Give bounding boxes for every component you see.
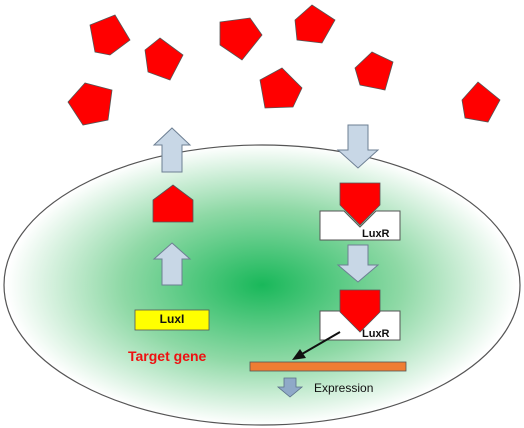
synthesis-arrow-icon — [152, 242, 192, 286]
luxr-label-bottom: LuxR — [362, 328, 390, 340]
target-gene-bar — [249, 361, 407, 372]
expression-label: Expression — [314, 381, 374, 395]
signal-molecule-icon — [354, 51, 394, 91]
synthesis-pathway — [134, 127, 210, 331]
external-signals — [67, 4, 501, 126]
signal-molecule-icon — [144, 37, 184, 81]
signal-molecule-icon — [461, 81, 501, 123]
target-gene-label: Target gene — [128, 348, 207, 364]
signal-molecule-icon — [259, 67, 303, 109]
luxr-receptor-icon — [319, 210, 401, 241]
signal-molecule-icon — [152, 184, 194, 223]
luxr-label-top: LuxR — [362, 228, 390, 240]
cell-body — [3, 144, 521, 426]
signal-molecule-icon — [339, 289, 381, 333]
signal-molecule-icon — [67, 82, 113, 126]
activation-arrow-icon — [336, 244, 380, 283]
import-arrow-icon — [336, 124, 380, 169]
signal-molecule-icon — [294, 4, 336, 44]
binding-arrow — [301, 331, 341, 355]
signal-molecule-icon — [89, 14, 131, 56]
expression-arrow-icon — [276, 377, 304, 398]
luxi-label: LuxI — [159, 312, 185, 326]
binding-arrow-head — [292, 349, 306, 360]
signal-molecule-icon — [219, 17, 263, 61]
signal-molecule-icon — [339, 182, 381, 226]
luxi-box — [134, 309, 210, 331]
uptake-pathway — [292, 124, 401, 360]
export-arrow-icon — [152, 127, 192, 173]
